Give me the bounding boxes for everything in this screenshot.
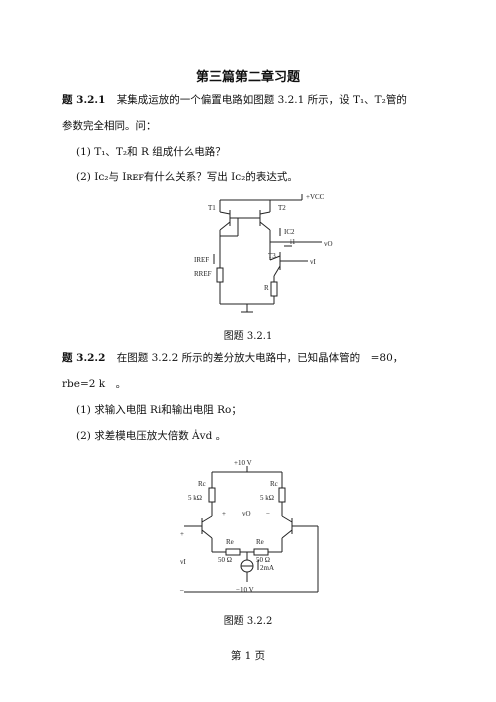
label-rc-left: Rc bbox=[198, 480, 206, 488]
label-rc-right: Rc bbox=[270, 480, 278, 488]
problem-1-text-1: 某集成运放的一个偏置电路如图题 3.2.1 所示，设 T₁、T₂管的 bbox=[116, 94, 407, 106]
label-out-minus: − bbox=[266, 510, 270, 518]
label-r: R bbox=[264, 284, 269, 292]
problem-2-label: 题 3.2.2 bbox=[62, 352, 106, 364]
label-vo: vO bbox=[324, 240, 333, 248]
label-t2: T2 bbox=[278, 204, 286, 212]
problem-1-label: 题 3.2.1 bbox=[62, 94, 106, 106]
label-vi: vI bbox=[310, 258, 317, 266]
problem-2-line-1: 题 3.2.2 在图题 3.2.2 所示的差分放大电路中，已知晶体管的 =80， bbox=[62, 351, 403, 365]
label-re-right: Re bbox=[256, 538, 264, 546]
problem-2-text-1: 在图题 3.2.2 所示的差分放大电路中，已知晶体管的 =80， bbox=[116, 352, 404, 364]
label-i1: i1 bbox=[290, 238, 296, 246]
label-vplus: +10 V bbox=[234, 459, 252, 467]
label-vcc: +VCC bbox=[306, 193, 325, 201]
label-re-left-val: 50 Ω bbox=[218, 556, 232, 564]
problem-2-text-2: rbe=2 k 。 bbox=[62, 378, 127, 390]
label-vminus: −10 V bbox=[236, 586, 254, 594]
label-current: 2mA bbox=[260, 564, 274, 572]
label-in-plus: + bbox=[180, 530, 184, 538]
label-in-minus: _ bbox=[179, 584, 184, 592]
label-vi: vI bbox=[180, 558, 187, 566]
label-ic2: IC2 bbox=[284, 228, 295, 236]
problem-2-question-2: (2) 求差模电压放大倍数 Ȧvd 。 bbox=[76, 430, 227, 442]
problem-1-question-2: (2) Iᴄ₂与 Iʀᴇꜰ有什么关系？写出 Iᴄ₂的表达式。 bbox=[76, 171, 298, 183]
circuit-diagram-3-2-2: +10 V Rc 5 kΩ Rc 5 kΩ + vO − Re 50 Ω Re … bbox=[179, 459, 319, 594]
label-out-plus: + bbox=[222, 510, 226, 518]
page-title: 第三篇第二章习题 bbox=[195, 70, 300, 85]
label-re-left: Re bbox=[226, 538, 234, 546]
page-footer: 第 1 页 bbox=[230, 650, 266, 662]
figure-caption-3-2-2: 图题 3.2.2 bbox=[223, 616, 273, 627]
label-t1: T1 bbox=[208, 204, 216, 212]
label-rc-left-val: 5 kΩ bbox=[188, 494, 202, 502]
problem-2-question-1: (1) 求输入电阻 Ri和输出电阻 Ro； bbox=[76, 404, 242, 416]
figure-caption-3-2-1: 图题 3.2.1 bbox=[223, 331, 273, 342]
label-re-right-val: 50 Ω bbox=[256, 556, 270, 564]
problem-1-line-1: 题 3.2.1 某集成运放的一个偏置电路如图题 3.2.1 所示，设 T₁、T₂… bbox=[62, 93, 407, 107]
label-rc-right-val: 5 kΩ bbox=[260, 494, 274, 502]
problem-1-text-2: 参数完全相同。问： bbox=[62, 120, 157, 132]
label-vo: vO bbox=[242, 510, 251, 518]
label-t3: T3 bbox=[268, 252, 276, 260]
label-iref: IREF bbox=[194, 256, 209, 264]
label-rref: RREF bbox=[194, 270, 212, 278]
problem-1-question-1: (1) T₁、T₂和 R 组成什么电路？ bbox=[76, 146, 226, 158]
circuit-diagram-3-2-1: +VCC T1 T2 T3 IC2 i1 vO vI IREF RREF R bbox=[194, 193, 333, 313]
